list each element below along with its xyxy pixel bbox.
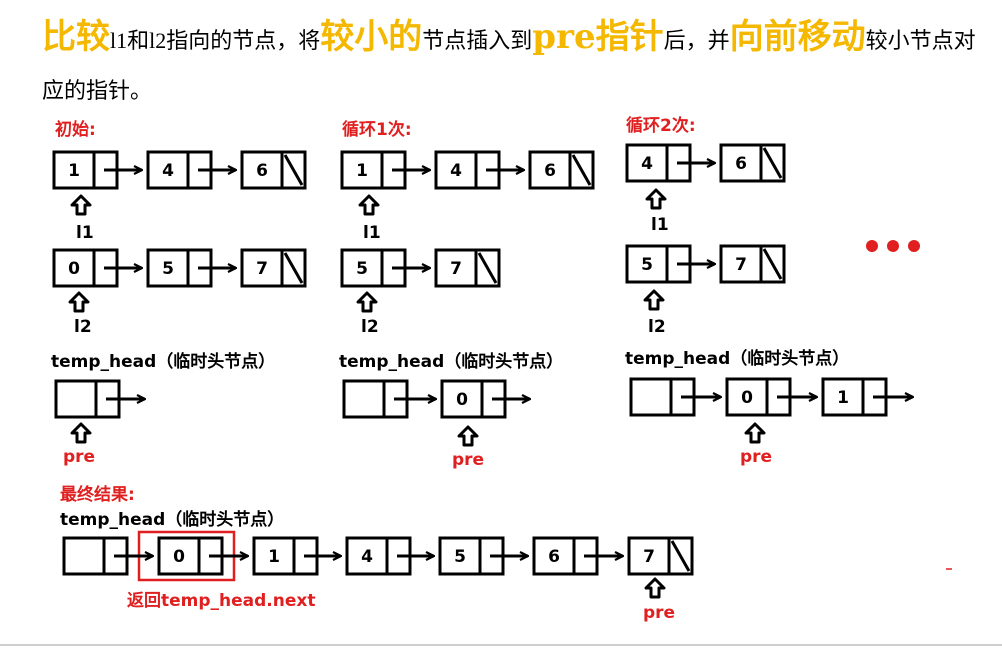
null-slash: [283, 252, 304, 284]
node-value: 6: [548, 547, 560, 567]
heading-pre-pointer: pre指针: [532, 17, 664, 57]
node-value: 6: [735, 154, 747, 174]
pointer-label-l2-loop1: l2: [361, 317, 379, 337]
heading-part-5: 节点插入到: [422, 29, 533, 54]
temp-head-node: [342, 379, 409, 419]
null-slash: [477, 252, 498, 284]
pointer-arrow-l2-initial: [68, 291, 90, 313]
panel-label-loop1: 循环1次:: [342, 119, 412, 140]
list-node: 6: [240, 150, 307, 190]
pointer-label-l1-loop2: l1: [651, 215, 669, 235]
temp-head-label-loop1: temp_head（临时头节点）: [339, 351, 563, 372]
pointer-arrow-l1-initial: [70, 194, 92, 216]
heading-part-3: 指向的节点，将: [166, 29, 321, 54]
temp-head-label-loop2: temp_head（临时头节点）: [625, 348, 849, 369]
node-value: 0: [741, 388, 753, 408]
node-value: 4: [162, 161, 174, 181]
list-node: 7: [719, 244, 786, 284]
heading-part-9: 较小节点对应的指针。: [42, 29, 976, 104]
null-slash: [762, 147, 783, 179]
list-node: 5: [438, 536, 505, 576]
node-value: 4: [641, 154, 653, 174]
panel-label-final: 最终结果:: [60, 484, 135, 505]
pointer-label-l1-loop1: l1: [363, 223, 381, 243]
list-node: 4: [345, 536, 412, 576]
node-value: 7: [643, 547, 655, 567]
node-value: 1: [268, 547, 280, 567]
node-value: 0: [68, 259, 80, 279]
pointer-label-l2-initial: l2: [74, 317, 92, 337]
pointer-arrow-l2-loop2: [643, 289, 665, 311]
list-node: 4: [146, 150, 213, 190]
node-value: 1: [356, 161, 368, 181]
node-value: 7: [256, 259, 268, 279]
pointer-label-pre-loop1: pre: [452, 450, 484, 470]
null-slash: [670, 540, 691, 572]
ellipsis-dot-1: [866, 240, 878, 252]
node-value: 5: [162, 259, 174, 279]
node-value: 6: [256, 161, 268, 181]
node-value: 5: [356, 259, 368, 279]
panel-label-loop2: 循环2次:: [626, 115, 696, 136]
node-value: 6: [544, 161, 556, 181]
pointer-label-l2-loop2: l2: [648, 317, 666, 337]
pointer-arrow-pre-loop2: [744, 422, 766, 444]
pointer-arrow-l1-loop1: [358, 194, 380, 216]
heading-compare: 比较: [42, 17, 110, 57]
ellipsis-dot-2: [887, 240, 899, 252]
panel-label-initial: 初始:: [55, 119, 96, 140]
node-value: 1: [68, 161, 80, 181]
temp-head-label-initial: temp_head（临时头节点）: [51, 351, 275, 372]
pointer-label-pre-final: pre: [643, 603, 675, 623]
temp-head-label-final: temp_head（临时头节点）: [60, 509, 284, 530]
pointer-arrow-pre-loop1: [457, 425, 479, 447]
bottom-divider: [0, 644, 1002, 646]
pointer-label-l1-initial: l1: [76, 223, 94, 243]
node-value: 1: [837, 388, 849, 408]
node-value: 5: [641, 255, 653, 275]
ellipsis-dot-3: [908, 240, 920, 252]
pointer-label-pre-loop2: pre: [740, 447, 772, 467]
pointer-arrow-pre-final: [644, 577, 666, 599]
list-node: 6: [528, 150, 595, 190]
heading-l1-l2: l1和l2: [110, 28, 167, 53]
pointer-arrow-l1-loop2: [645, 188, 667, 210]
null-slash: [762, 248, 783, 280]
pointer-label-pre-initial: pre: [63, 447, 95, 467]
node-value: 4: [450, 161, 462, 181]
list-node: 7: [434, 248, 501, 288]
list-node: 7: [627, 536, 694, 576]
node-value: 4: [361, 547, 373, 567]
list-node: 7: [240, 248, 307, 288]
null-slash: [283, 154, 304, 186]
pointer-arrow-pre-initial: [70, 422, 92, 444]
list-node: 4: [625, 143, 692, 183]
node-value: 7: [450, 259, 462, 279]
node-value: 7: [735, 255, 747, 275]
null-slash: [571, 154, 592, 186]
heading-part-7: 后，并: [663, 29, 730, 54]
heading-move-forward: 向前移动: [729, 17, 866, 57]
node-value: 0: [456, 390, 468, 410]
heading-smaller: 较小的: [320, 17, 423, 57]
pointer-arrow-l2-loop1: [356, 291, 378, 313]
node-value: 5: [454, 547, 466, 567]
node-value: 0: [173, 547, 185, 567]
list-node: 6: [719, 143, 786, 183]
heading: 比较l1和l2指向的节点，将较小的节点插入到pre指针后，并向前移动较小节点对应…: [42, 12, 992, 117]
return-label: 返回temp_head.next: [127, 591, 316, 611]
